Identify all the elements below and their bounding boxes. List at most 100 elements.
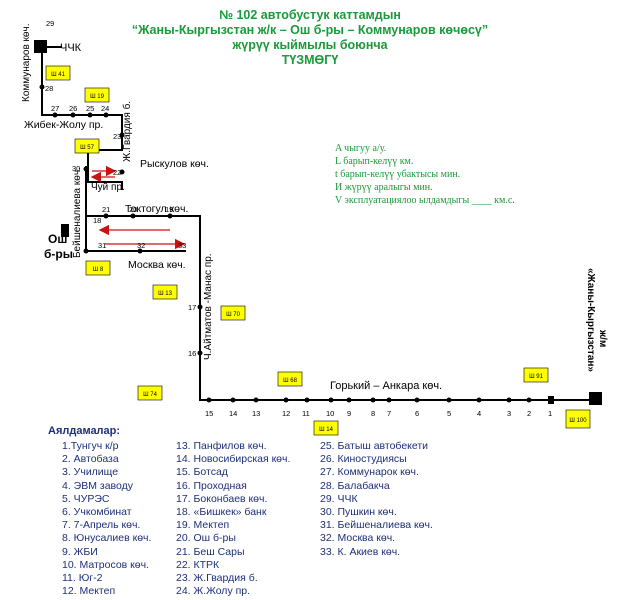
stop-number: 13 [252, 409, 260, 418]
street-kommunarov: Коммунаров көч. [21, 24, 32, 102]
stop-number: 32 [137, 241, 145, 250]
stop-list-item: 2. Автобаза [62, 453, 119, 466]
stop-number: 21 [102, 205, 110, 214]
stop-number: 14 [229, 409, 237, 418]
legend-line: И жүрүү аралыгы мин. [335, 182, 433, 193]
street-toktogul: Токтогул көч. [125, 203, 188, 215]
badge-sh100: Ш 100 [569, 418, 587, 424]
street-osh-1: Ош [48, 232, 67, 246]
stop-list-item: 23. Ж.Гвардия б. [176, 572, 258, 585]
badge-sh13: Ш 13 [158, 291, 173, 297]
stop-list-item: 6. Учкомбинат [62, 506, 132, 519]
stop-list-item: 17. Боконбаев көч. [176, 492, 268, 505]
stop-number: 7 [387, 409, 391, 418]
legend-line: A чыгуу а/у. [335, 143, 387, 154]
stop-number: 8 [371, 409, 375, 418]
stop-list-item: 24. Ж.Жолу пр. [176, 585, 251, 598]
street-chuy: Чуй пр. [91, 182, 125, 193]
street-moskva: Москва көч. [128, 259, 186, 271]
title-line-1: № 102 автобустук каттамдын [219, 8, 401, 22]
badge-sh68: Ш 68 [283, 378, 298, 384]
title-line-3: жүрүү кыймылы боюнча [232, 38, 388, 52]
stop-number: 5 [447, 409, 451, 418]
stop-number: 17 [188, 303, 196, 312]
label-zhm: ж/м [597, 329, 608, 347]
stop-number: 3 [507, 409, 511, 418]
title-line-2: “Жаны-Кыргызстан ж/к – Ош б-ры – Коммуна… [131, 23, 489, 37]
stop-list-item: 22. КТРК [176, 558, 220, 571]
badge-sh41: Ш 41 [51, 72, 66, 78]
stop-list-item: 32. Москва көч. [320, 532, 396, 545]
stop-number: 19 [165, 205, 173, 214]
stop-list-item: 33. К. Акиев көч. [320, 545, 401, 558]
stop-list-item: 1.Тунгуч к/р [62, 440, 119, 452]
stops-heading: Аялдамалар: [48, 425, 121, 437]
stop-list-item: 19. Мектеп [176, 519, 230, 532]
stop-number: 9 [347, 409, 351, 418]
street-zhibek: Жибек-Жолу пр. [24, 119, 103, 131]
stop-number: 4 [477, 409, 481, 418]
stop-list-item: 20. Ош б-ры [176, 532, 236, 545]
stops-column-2: 13. Панфилов көч.14. Новосибирская көч.1… [176, 440, 290, 598]
stop-marker-icon [61, 224, 69, 237]
street-beishenalieva: Бейшеналиева көч. [72, 167, 83, 258]
street-aitmatov: Ч.Айтматов -Манас пр. [203, 253, 214, 360]
stop-list-item: 10. Матросов көч. [62, 558, 149, 571]
legend-line: t барып-келүү убактысы мин. [335, 169, 461, 180]
legend-line: L барып-келүү км. [335, 156, 414, 167]
badge-sh19: Ш 19 [90, 94, 105, 100]
legend-line: V эксплуатациялоо ылдамдыгы ____ км.с. [335, 195, 515, 206]
stop-number: 16 [188, 349, 196, 358]
stop-list-item: 4. ЭВМ заводу [62, 479, 133, 492]
stop-list-item: 26. Киностудиясы [320, 453, 407, 466]
stop-number: 22 [113, 168, 121, 177]
badge-sh74: Ш 74 [143, 392, 158, 398]
stop-dots [39, 84, 532, 403]
stop-list-item: 12. Мектеп [62, 585, 116, 598]
stop-list-item: 14. Новосибирская көч. [176, 453, 291, 466]
badge-sh70: Ш 70 [226, 312, 241, 318]
stop-number: 24 [101, 104, 109, 113]
badge-sh57: Ш 57 [80, 145, 95, 151]
stop-list-item: 28. Балабакча [320, 479, 390, 492]
badge-sh91: Ш 91 [529, 374, 544, 380]
stop-number: 10 [326, 409, 334, 418]
stop-list-item: 31. Бейшеналиева көч. [320, 519, 433, 532]
street-osh-2: б-ры [44, 247, 73, 261]
stop-number: 31 [98, 241, 106, 250]
stop-list-item: 5. ЧУРЭС [62, 492, 110, 505]
stop-number: 2 [527, 409, 531, 418]
stop-number: 6 [415, 409, 419, 418]
stop-list-item: 27. Коммунарок көч. [320, 466, 419, 479]
street-gvardiya: Ж.Гвардия б. [121, 101, 133, 162]
badge-sh8: Ш 8 [93, 267, 104, 273]
stop-number: 12 [282, 409, 290, 418]
stop-list-item: 3. Училище [62, 466, 119, 479]
stop-number: 26 [69, 104, 77, 113]
terminal-zhany-icon [589, 392, 602, 405]
stop-list-item: 11. Юг-2 [62, 572, 103, 585]
stop-number: 29 [46, 19, 54, 28]
stop-list-item: 30. Пушкин көч. [320, 506, 397, 519]
stop-list-item: 15. Ботсад [176, 466, 228, 479]
stop-list-item: 25. Батыш автобекети [320, 440, 429, 452]
stop-list-item: 9. ЖБИ [62, 545, 98, 558]
stop-list-item: 7. 7-Апрель көч. [62, 519, 141, 532]
stop-number: 11 [302, 409, 310, 418]
stop-number: 18 [93, 216, 101, 225]
stop-number: 27 [51, 104, 59, 113]
badge-sh14: Ш 14 [319, 427, 334, 433]
terminal-chchk-icon [34, 40, 47, 53]
stop-number: 33 [178, 241, 186, 250]
stop-number: 25 [86, 104, 94, 113]
street-chchk: ЧЧК [60, 42, 82, 54]
street-ryskulov: Рыскулов көч. [140, 158, 209, 170]
title-line-4: ТҮЗМӨГҮ [281, 53, 339, 67]
street-gorkiy: Горький – Анкара көч. [330, 380, 442, 392]
stop-number: 23 [113, 132, 121, 141]
stop-list-item: 29. ЧЧК [320, 492, 358, 505]
stop-list-item: 13. Панфилов көч. [176, 440, 267, 452]
stop-number: 1 [548, 409, 552, 418]
